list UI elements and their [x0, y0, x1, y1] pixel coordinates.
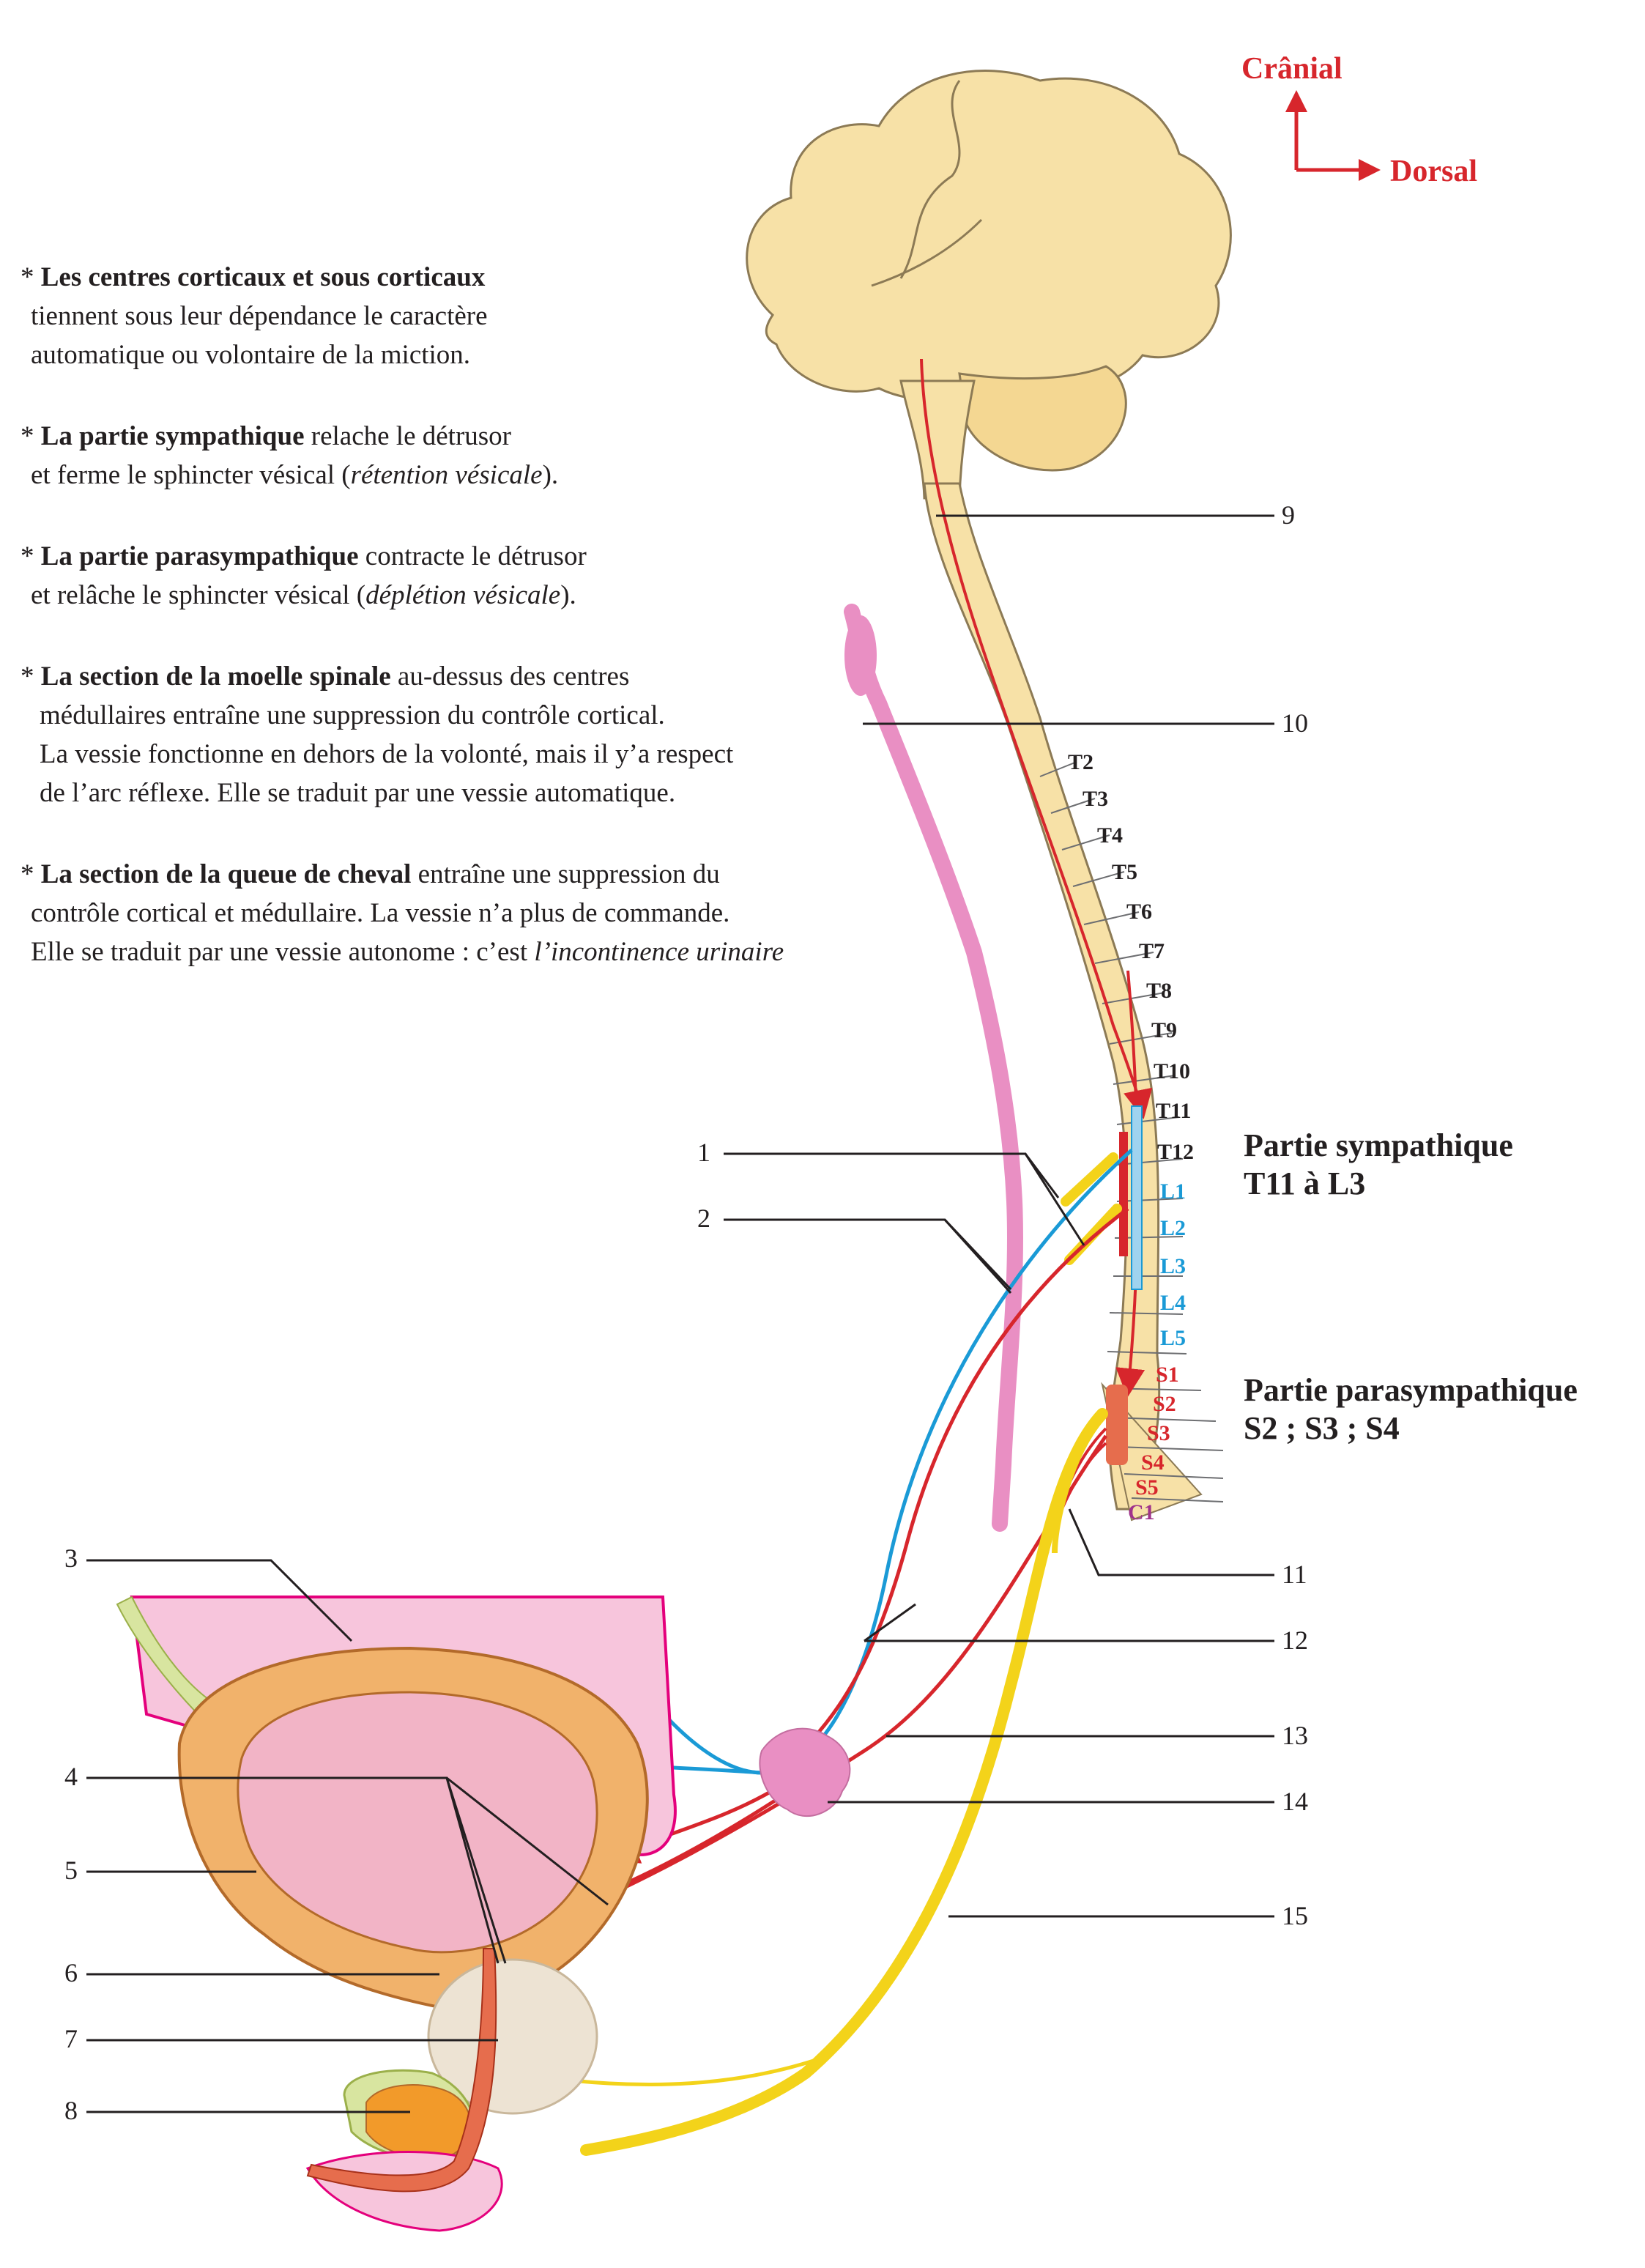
note-line: La vessie fonctionne en dehors de la vol… — [40, 739, 734, 769]
note-line: de l’arc réflexe. Elle se traduit par un… — [40, 778, 676, 808]
note-text: contracte le détrusor — [358, 541, 587, 571]
note-text: entraîne une suppression du — [411, 859, 720, 889]
note-title: La partie sympathique — [40, 421, 305, 451]
callout-number: 14 — [1282, 1787, 1308, 1816]
callout-number: 12 — [1282, 1626, 1308, 1655]
notes-panel: * Les centres corticaux et sous corticau… — [21, 258, 943, 1014]
parasympathetic-title: Partie parasympathique — [1244, 1372, 1578, 1408]
note-italic: l’incontinence urinaire — [534, 937, 784, 967]
segment-label: S1 — [1156, 1363, 1179, 1387]
note-title: La section de la queue de cheval — [40, 859, 412, 889]
note-title: Les centres corticaux et sous corticaux — [40, 262, 486, 292]
yellow-root-1 — [1061, 1152, 1118, 1207]
pudendal-branch — [1052, 1415, 1105, 1554]
cranial-label: Crânial — [1241, 52, 1343, 86]
note-cortical: * Les centres corticaux et sous corticau… — [21, 258, 943, 374]
note-text: relache le détrusor — [304, 421, 512, 451]
segment-label: T6 — [1126, 900, 1153, 924]
callout-number: 8 — [64, 2096, 78, 2125]
segment-label: T7 — [1139, 939, 1165, 963]
note-line: Elle se traduit par une vessie autonome … — [31, 937, 535, 967]
note-italic: déplétion vésicale — [365, 580, 561, 610]
segment-label: T10 — [1154, 1059, 1191, 1083]
sympathetic-chain — [844, 604, 1024, 1532]
descending-pathway — [920, 358, 1153, 1119]
prostate — [427, 1958, 598, 2115]
callout-number: 3 — [64, 1544, 78, 1573]
note-line: médullaires entraîne une suppression du … — [40, 700, 665, 730]
segment-label: T12 — [1157, 1140, 1195, 1164]
bullet: * — [21, 859, 34, 889]
sympathetic-label: Partie sympathique T11 à L3 — [1244, 1127, 1513, 1203]
sympathetic-center-blue — [1131, 1105, 1143, 1290]
sympathetic-range: T11 à L3 — [1244, 1166, 1366, 1201]
segment-label: S3 — [1147, 1421, 1170, 1445]
note-spinal-section: * La section de la moelle spinale au-des… — [21, 657, 943, 812]
callout-number: 9 — [1282, 500, 1295, 530]
note-sympathetic: * La partie sympathique relache le détru… — [21, 417, 943, 494]
orientation-arrows — [1285, 90, 1381, 181]
dorsal-label: Dorsal — [1390, 155, 1477, 188]
leader-lines — [86, 514, 1274, 2113]
segment-label: S4 — [1141, 1450, 1165, 1475]
callout-number: 7 — [64, 2024, 78, 2053]
note-line: contrôle cortical et médullaire. La vess… — [31, 898, 730, 928]
callout-number: 2 — [697, 1204, 710, 1233]
segment-label: L3 — [1160, 1254, 1187, 1278]
segment-label: T8 — [1146, 979, 1173, 1003]
note-parasympathetic: * La partie parasympathique contracte le… — [21, 537, 943, 615]
segment-label: L1 — [1160, 1179, 1187, 1204]
bullet: * — [21, 541, 34, 571]
callout-number: 6 — [64, 1958, 78, 1987]
segment-label: T2 — [1068, 750, 1094, 774]
segment-label: T9 — [1151, 1018, 1178, 1042]
callout-number: 1 — [697, 1138, 710, 1167]
segment-label: S2 — [1153, 1392, 1176, 1416]
callout-number: 15 — [1282, 1901, 1308, 1930]
note-italic: rétention vésicale — [350, 460, 543, 490]
note-line: et relâche le sphincter vésical ( — [31, 580, 366, 610]
callout-number: 5 — [64, 1856, 78, 1885]
segment-label: L5 — [1160, 1326, 1187, 1350]
segment-label: C1 — [1128, 1500, 1155, 1524]
callout-number: 10 — [1282, 708, 1308, 738]
bullet: * — [21, 262, 34, 292]
sympathetic-center-red — [1119, 1132, 1128, 1256]
parasympathetic-label: Partie parasympathique S2 ; S3 ; S4 — [1244, 1371, 1578, 1448]
segment-label: T3 — [1083, 787, 1109, 811]
pelvic-plexus — [759, 1727, 851, 1817]
segment-label: T11 — [1156, 1099, 1192, 1123]
segment-label: T5 — [1112, 860, 1138, 884]
note-title: La section de la moelle spinale — [40, 662, 391, 692]
callout-number: 11 — [1282, 1560, 1307, 1589]
note-line-end: ). — [542, 460, 559, 490]
bullet: * — [21, 421, 34, 451]
segment-label: T4 — [1097, 823, 1124, 848]
pudendal-nerve — [580, 1408, 1108, 2156]
bullet: * — [21, 662, 34, 692]
urethra — [306, 1948, 497, 2193]
parasympathetic-range: S2 ; S3 ; S4 — [1244, 1410, 1400, 1446]
note-title: La partie parasympathique — [40, 541, 359, 571]
callout-number: 13 — [1282, 1721, 1308, 1750]
pudendal-branch-2 — [571, 2056, 821, 2087]
note-cauda-section: * La section de la queue de cheval entra… — [21, 855, 943, 971]
parasympathetic-center — [1106, 1385, 1128, 1465]
segment-label: L4 — [1160, 1291, 1187, 1315]
callout-number: 4 — [64, 1762, 78, 1791]
note-line: automatique ou volontaire de la miction. — [31, 340, 471, 370]
note-line-end: ). — [560, 580, 576, 610]
red-sympathetic-nerve — [770, 1207, 1129, 1778]
segment-label: S5 — [1135, 1475, 1159, 1500]
note-line: et ferme le sphincter vésical ( — [31, 460, 351, 490]
blue-afferent-nerve — [613, 1149, 1133, 1775]
segment-label: L2 — [1160, 1216, 1187, 1240]
note-text: au-dessus des centres — [390, 662, 630, 692]
note-line: tiennent sous leur dépendance le caractè… — [31, 301, 488, 331]
sympathetic-title: Partie sympathique — [1244, 1127, 1513, 1163]
bladder — [177, 1646, 649, 2017]
cervical-ganglion — [844, 615, 877, 696]
